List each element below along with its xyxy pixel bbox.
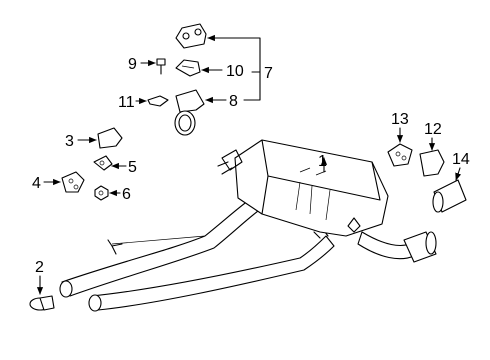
leader-lines (36, 34, 462, 295)
clip-part (147, 95, 169, 107)
callout-1: 1 (318, 153, 327, 170)
rubber-mount-part (175, 59, 201, 77)
hanger-ring-part (174, 89, 205, 136)
callout-2: 2 (35, 259, 44, 276)
band-clamp-part (29, 295, 55, 311)
callout-6: 6 (122, 186, 131, 203)
clamp-small-part (93, 155, 113, 171)
bolt-part (156, 58, 166, 75)
callout-11: 11 (118, 94, 135, 111)
callout-4: 4 (32, 175, 41, 192)
isolator-part (61, 171, 85, 193)
rear-muffler (217, 139, 437, 263)
callout-10: 10 (226, 63, 244, 80)
tip-bracket-part (419, 149, 445, 177)
nut-part (94, 185, 109, 201)
callout-5: 5 (128, 159, 137, 176)
callout-13: 13 (391, 111, 409, 128)
exhaust-tip-part (432, 179, 467, 213)
exhaust-pipe-assembly (59, 197, 335, 312)
callout-12: 12 (424, 121, 442, 138)
callout-labels: 1 2 3 4 5 6 7 8 9 10 11 12 13 14 (32, 56, 470, 276)
callout-3: 3 (65, 133, 74, 150)
isolator-right-part (387, 143, 413, 167)
heat-shield-part (97, 127, 123, 149)
callout-7: 7 (264, 65, 273, 82)
callout-9: 9 (128, 56, 137, 73)
callout-8: 8 (229, 93, 238, 110)
mounting-bracket-part (175, 23, 207, 49)
callout-14: 14 (452, 151, 470, 168)
